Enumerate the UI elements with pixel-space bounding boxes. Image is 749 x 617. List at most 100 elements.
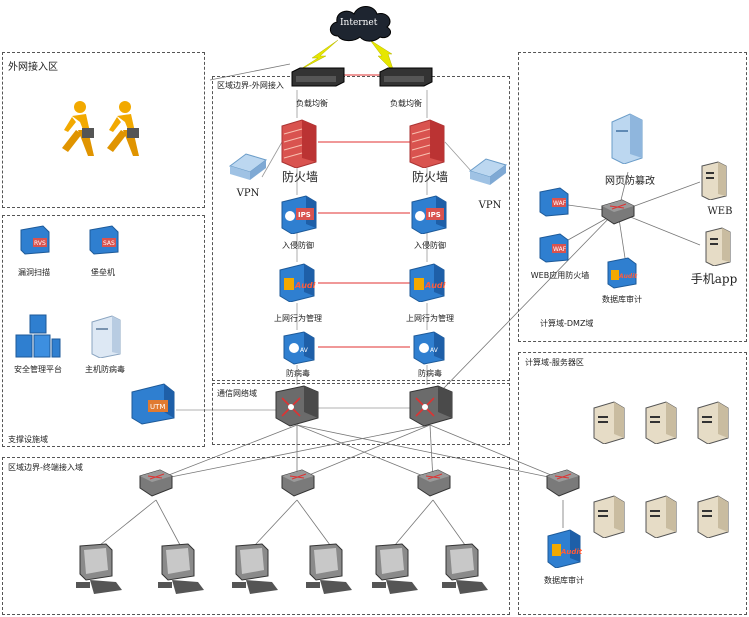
zone-server: [518, 352, 747, 615]
vpn-right-label: VPN: [478, 200, 502, 211]
zone-comm-network-label: 通信网络域: [217, 389, 257, 398]
av-right-text: AV: [430, 347, 439, 354]
db-audit-dmz-label: 数据库审计: [602, 295, 642, 304]
terminal-pc-4: [306, 542, 354, 600]
utm-device-text: UTM: [150, 403, 165, 411]
db-audit-server-device-text: Audit: [560, 548, 582, 556]
bastion-device-text: SAS: [103, 240, 115, 247]
desktop-pc-icon: [306, 543, 352, 594]
tower-server-icon: [593, 495, 625, 539]
sec-mgmt-device: [14, 313, 62, 365]
firewall-icon: [281, 119, 317, 169]
firewall-icon: [409, 119, 445, 169]
tower-server-icon: [645, 495, 677, 539]
vuln-scan-label: 漏洞扫描: [18, 268, 50, 277]
ips-right: IPS: [408, 194, 448, 238]
switch-icon: [139, 469, 173, 497]
internet-cloud: Internet: [326, 2, 396, 44]
tower-server-icon: [697, 495, 729, 539]
fw-left-label: 防火墙: [281, 170, 319, 184]
server-3: [696, 400, 730, 448]
ips-right-label: 入侵防御: [414, 241, 446, 250]
access-pc-links: [99, 499, 466, 546]
db-audit-server-label: 数据库审计: [544, 576, 584, 585]
ips-icon: IPS: [411, 195, 447, 235]
db-audit-dmz-device-text: Audit: [618, 273, 638, 280]
waf-label: WEB应用防火墙: [530, 271, 590, 280]
web-tamper-label: 网页防篡改: [605, 176, 655, 187]
audit-icon: Audit: [279, 263, 320, 303]
bastion-label: 堡垒机: [91, 268, 115, 277]
zone-boundary-external-label: 区域边界-外网接入: [217, 81, 284, 90]
remote-user-1: [58, 100, 100, 162]
server-2: [644, 400, 678, 448]
zone-dmz: [518, 52, 747, 342]
vpn-icon: [468, 158, 508, 185]
load-balancer-right: [378, 66, 434, 92]
switch-icon: [281, 469, 315, 497]
zone-server-label: 计算域-服务器区: [525, 358, 584, 367]
fw-right-label: 防火墙: [411, 170, 449, 184]
zone-external: [2, 52, 205, 208]
zone-comm-network: [212, 383, 510, 445]
host-server-icon: [91, 315, 121, 359]
av-left-text: AV: [300, 347, 309, 354]
waf-device-1: WAF: [536, 186, 570, 222]
zone-external-label: 外网接入区: [8, 62, 58, 73]
waf-icon: WAF: [539, 187, 569, 217]
core-switch-left: [274, 384, 320, 432]
mobile-app-server-device: [704, 226, 732, 270]
host-av-label: 主机防病毒: [85, 365, 125, 374]
web-server-label: WEB: [707, 206, 733, 217]
waf-device-2: WAF: [536, 232, 570, 268]
web-server-device: [700, 160, 728, 204]
tower-server-icon: [697, 401, 729, 445]
audit-left: Audit: [276, 262, 320, 306]
lb-right-label: 负载均衡: [390, 99, 422, 108]
desktop-pc-icon: [76, 543, 122, 594]
ips-left-label: 入侵防御: [282, 241, 314, 250]
zone-boundary-terminal: [2, 457, 510, 615]
terminal-pc-3: [232, 542, 280, 600]
zone-support-label: 支撑设施域: [8, 435, 48, 444]
zone-support: [2, 215, 205, 447]
audit-left-text: Audit: [294, 281, 316, 290]
av-right: AV: [410, 330, 446, 370]
terminal-pc-2: [158, 542, 206, 600]
sec-mgmt-label: 安全管理平台: [14, 365, 62, 374]
tower-server-icon: [701, 161, 727, 201]
core-switch-right: [408, 384, 454, 432]
zone-boundary-external: [212, 76, 510, 381]
terminal-pc-1: [76, 542, 124, 600]
ips-left: IPS: [278, 194, 318, 238]
core-switch-icon: [275, 385, 319, 427]
dmz-switch: [600, 198, 636, 230]
desktop-pc-icon: [442, 543, 488, 594]
audit-icon: Audit: [409, 263, 450, 303]
switch-icon: [417, 469, 451, 497]
utm-device: UTM: [128, 382, 176, 430]
tower-server-icon: [611, 113, 643, 165]
vuln-scan-device-text: RVS: [34, 240, 46, 247]
server-1: [592, 400, 626, 448]
tower-server-icon: [645, 401, 677, 445]
access-switch-1: [138, 468, 174, 502]
mobile-app-label: 手机app: [690, 272, 738, 286]
cloud-icon: [329, 6, 391, 42]
vuln-scan-device: RVS: [17, 224, 51, 260]
vpn-left-label: VPN: [236, 188, 260, 199]
zone-boundary-terminal-label: 区域边界-终端接入域: [8, 463, 83, 472]
zone-dmz-label: 计算域-DMZ域: [540, 319, 594, 328]
vpn-left: [228, 150, 268, 186]
management-platform-icon: [15, 314, 61, 358]
audit-left-label: 上网行为管理: [274, 314, 322, 323]
firewall-right: [408, 118, 446, 172]
vpn-right: [468, 155, 508, 191]
host-av-device: [88, 314, 122, 362]
audit-icon: Audit: [607, 257, 638, 289]
person-icon: [62, 101, 94, 156]
bastion-device: SAS: [86, 224, 120, 260]
access-switch-4: [545, 468, 581, 502]
utm-icon: UTM: [131, 383, 175, 425]
audit-icon: Audit: [547, 529, 583, 569]
